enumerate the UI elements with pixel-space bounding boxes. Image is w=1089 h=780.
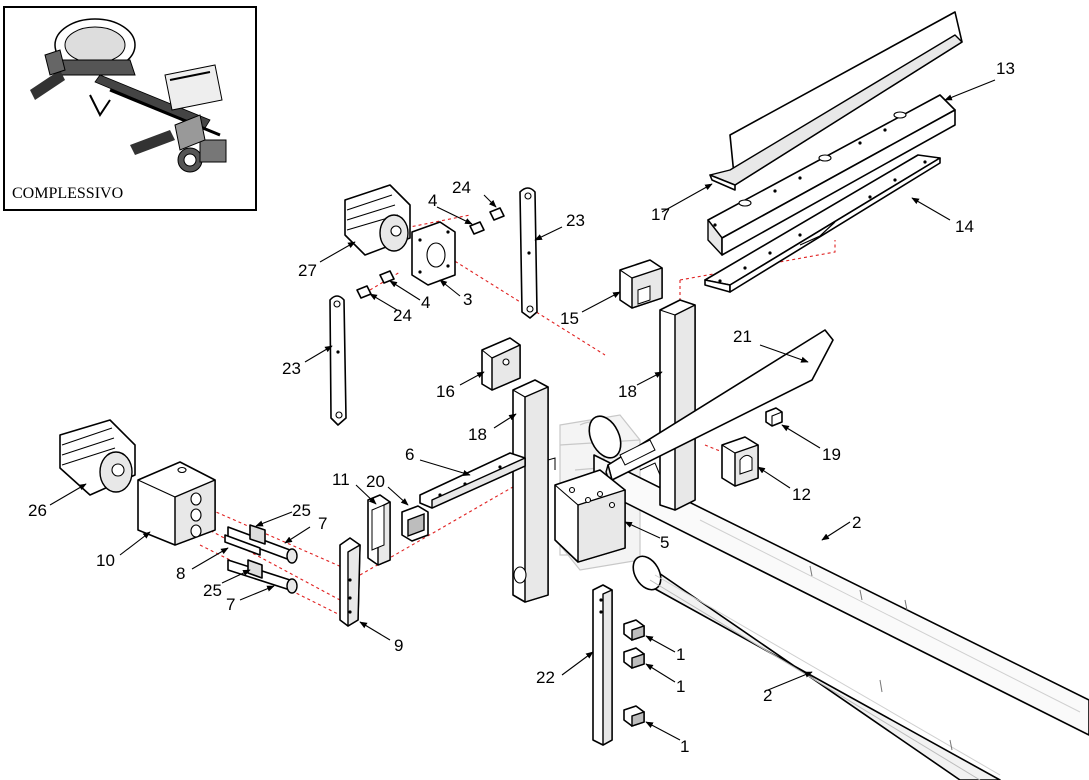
callout-13: 13 xyxy=(996,59,1015,78)
callout-21: 21 xyxy=(733,327,752,346)
assembly-overview-sketch xyxy=(30,18,227,173)
callout-4-upper: 4 xyxy=(428,191,437,210)
part-23-link-arm-lower xyxy=(329,295,347,426)
part-24-bushing-lower xyxy=(356,285,372,299)
callout-12: 12 xyxy=(792,485,811,504)
callout-10: 10 xyxy=(96,551,115,570)
part-9-vertical-plate xyxy=(339,537,361,627)
callout-numbers: 17 13 14 15 21 18 16 18 19 12 6 11 20 5 … xyxy=(28,59,1015,756)
inset-label: COMPLESSIVO xyxy=(12,185,123,202)
callout-18-right: 18 xyxy=(618,382,637,401)
part-5-drilled-block xyxy=(554,469,626,563)
part-8-rod-middle xyxy=(224,534,261,556)
assembly-inset: COMPLESSIVO xyxy=(3,6,257,211)
part-4-bushing-upper xyxy=(469,221,485,235)
part-6-plate xyxy=(419,452,526,509)
part-10-cube-block xyxy=(137,461,216,546)
part-15-bracket-block xyxy=(619,259,663,309)
part-26-cylinder xyxy=(59,419,136,496)
callout-23-lower: 23 xyxy=(282,359,301,378)
part-13-guide-bar xyxy=(707,94,956,256)
callout-26: 26 xyxy=(28,501,47,520)
part-14-flat-plate xyxy=(704,154,941,293)
callout-3: 3 xyxy=(463,290,472,309)
callout-27: 27 xyxy=(298,261,317,280)
part-24-bushing-upper xyxy=(489,207,505,221)
part-23-link-arm-upper xyxy=(519,187,538,319)
part-2-rod-lower xyxy=(632,555,1001,780)
part-16-small-bracket xyxy=(481,337,521,391)
part-22-tall-bar xyxy=(592,584,613,746)
part-19-tiny-block xyxy=(765,407,783,427)
callout-1-b: 1 xyxy=(676,677,685,696)
callout-1-c: 1 xyxy=(680,737,689,756)
callout-11: 11 xyxy=(332,470,350,489)
callout-22: 22 xyxy=(536,668,555,687)
part-21-long-arm xyxy=(605,329,834,489)
callout-5: 5 xyxy=(660,533,669,552)
part-18-tube-right xyxy=(659,299,696,511)
part-1-block-a xyxy=(623,619,645,641)
callout-25-upper: 25 xyxy=(292,501,311,520)
callout-1-a: 1 xyxy=(676,645,685,664)
callout-7-lower: 7 xyxy=(226,595,235,614)
callout-6: 6 xyxy=(405,445,414,464)
callout-23-upper: 23 xyxy=(566,211,585,230)
callout-14: 14 xyxy=(955,217,974,236)
part-3-flange xyxy=(411,221,456,286)
callout-20: 20 xyxy=(366,472,385,491)
callout-4-lower: 4 xyxy=(421,293,430,312)
callout-19: 19 xyxy=(822,445,841,464)
callout-9: 9 xyxy=(394,636,403,655)
callout-2-lower: 2 xyxy=(763,686,772,705)
part-20-clamp xyxy=(401,505,429,542)
callout-2-upper: 2 xyxy=(852,513,861,532)
part-11-bracket xyxy=(367,494,391,566)
part-4-bushing-lower xyxy=(379,270,395,284)
callout-18-center: 18 xyxy=(468,425,487,444)
callout-24-upper: 24 xyxy=(452,178,471,197)
callout-15: 15 xyxy=(560,309,579,328)
part-17-angle-profile xyxy=(709,11,963,191)
callout-8: 8 xyxy=(176,564,185,583)
part-25-rod-upper xyxy=(227,524,298,564)
callout-16: 16 xyxy=(436,382,455,401)
part-12-support-block xyxy=(721,436,759,487)
callout-25-lower: 25 xyxy=(203,581,222,600)
part-18-tube-center xyxy=(512,379,556,603)
leader-lines xyxy=(49,79,996,741)
part-25-rod-lower xyxy=(227,559,298,594)
callout-7-upper: 7 xyxy=(318,514,327,533)
part-27-cylinder xyxy=(344,184,411,256)
part-1-block-c xyxy=(623,705,645,727)
callout-24-lower: 24 xyxy=(393,306,412,325)
callout-17: 17 xyxy=(651,205,670,224)
part-1-block-b xyxy=(623,647,645,669)
